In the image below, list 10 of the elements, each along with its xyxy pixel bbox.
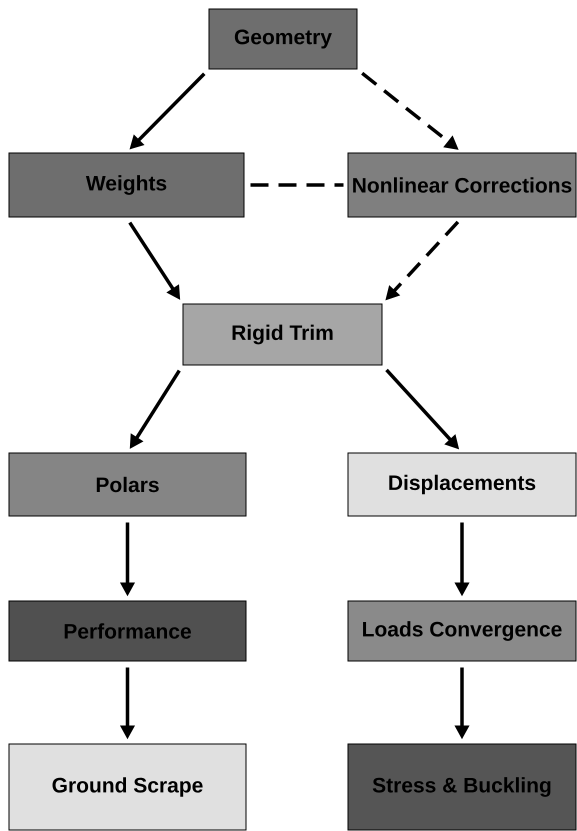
process-box: Displacements [348,452,576,516]
process-box: Nonlinear Corrections [348,152,576,218]
process-box: Ground Scrape [8,744,246,830]
process-box: Stress & Buckling [348,744,576,830]
process-box: Geometry [208,8,358,70]
process-box: Rigid Trim [182,304,382,366]
process-box: Polars [8,452,246,516]
process-box: Weights [8,152,244,218]
process-box: Loads Convergence [348,600,576,662]
process-box: Performance [8,600,246,662]
